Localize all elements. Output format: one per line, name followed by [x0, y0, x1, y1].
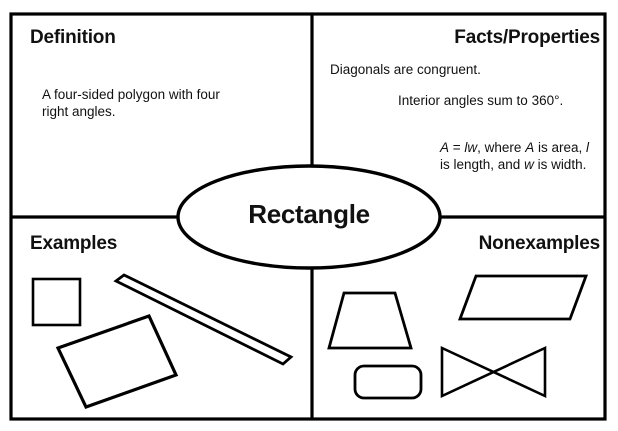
quadrant-title-definition: Definition [30, 27, 116, 48]
example-shape-square [31, 277, 82, 327]
quadrant-title-examples: Examples [30, 233, 118, 254]
quadrant-title-nonexamples: Nonexamples [478, 233, 601, 254]
formula-var-w2: w [524, 156, 534, 172]
example-shape-rotated-rectangle [55, 314, 179, 409]
center-term-label: Rectangle [248, 199, 370, 229]
nonexample-shape-parallelogram [457, 274, 589, 321]
fact-item-area-formula: A = lw, where A is area, l is length, an… [440, 140, 590, 174]
formula-var-a2: A [525, 140, 535, 155]
nonexample-shape-trapezoid [327, 291, 413, 350]
formula-text-is-length: is length, and [440, 140, 593, 172]
quadrant-title-facts-properties: Facts/Properties [454, 27, 600, 48]
nonexample-shape-rounded-rectangle [353, 364, 423, 400]
formula-equals: = [449, 140, 465, 155]
nonexample-shape-bowtie [440, 345, 547, 399]
formula-var-l: l [464, 140, 468, 155]
formula-var-a: A [440, 140, 450, 155]
formula-text-where: , where [477, 140, 526, 155]
fact-item-diagonals: Diagonals are congruent. [330, 62, 481, 77]
definition-text: A four-sided polygon with four right ang… [42, 87, 224, 119]
fact-item-interior-angles: Interior angles sum to 360°. [398, 93, 564, 108]
formula-var-l2: l [585, 140, 589, 155]
example-shape-thin-diagonal-rectangle [113, 273, 294, 366]
formula-text-is-area: is area, [534, 140, 586, 155]
formula-var-w: w [467, 140, 478, 155]
formula-text-is-width: is width. [533, 156, 587, 172]
center-oval [176, 164, 442, 270]
